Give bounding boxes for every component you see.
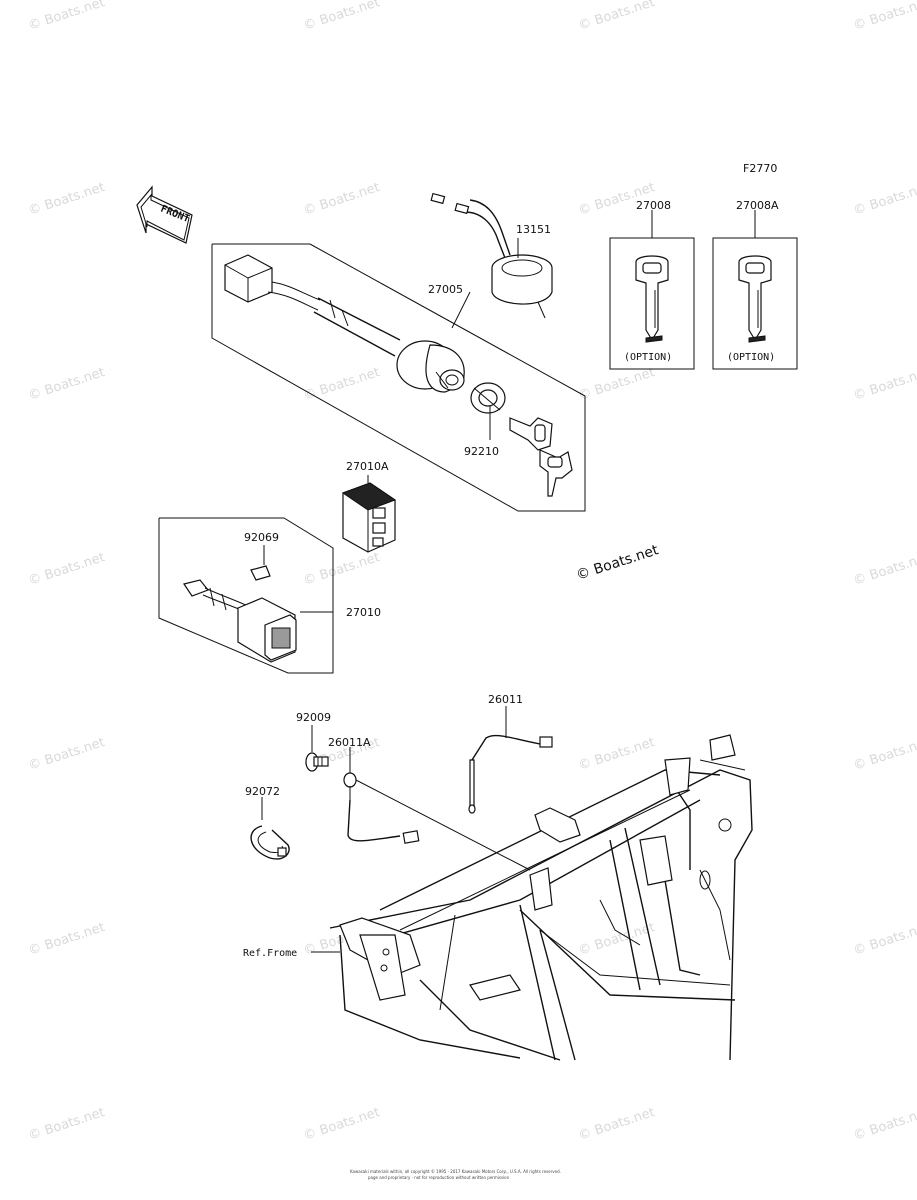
bolt-icon — [305, 725, 329, 772]
vehicle-frame — [311, 734, 753, 1061]
bulb-icon — [250, 545, 271, 581]
option-label: (OPTION) — [624, 352, 672, 363]
watermark: © Boats.net — [27, 920, 107, 959]
part-label: 13151 — [516, 223, 551, 236]
watermark: © Boats.net — [852, 735, 917, 774]
watermark: © Boats.net — [27, 0, 107, 34]
clamp-icon — [250, 797, 290, 860]
watermark: © Boats.net — [27, 1105, 107, 1144]
part-label: 27005 — [428, 283, 463, 296]
part-label: 27008 — [636, 199, 671, 212]
watermark: © Boats.net — [27, 365, 107, 404]
part-label: 26011 — [488, 693, 523, 706]
watermark: © Boats.net — [852, 365, 917, 404]
center-watermark: © Boats.net — [574, 542, 661, 584]
ref-frame-label: Ref.Frome — [243, 948, 297, 959]
background-watermarks: © Boats.net © Boats.net © Boats.net © Bo… — [27, 0, 917, 1144]
watermark: © Boats.net — [852, 1105, 917, 1144]
switch-27010A-icon — [341, 475, 397, 553]
watermark: © Boats.net — [302, 1105, 382, 1144]
watermark: © Boats.net — [852, 920, 917, 959]
wire-connector-icon — [224, 254, 321, 311]
key-blank-27008-box: (OPTION) — [609, 210, 695, 370]
part-labels: 13151 27008 27008A 27005 92210 27010A 92… — [243, 199, 779, 959]
watermark: © Boats.net — [302, 180, 382, 219]
watermark: © Boats.net — [302, 0, 382, 34]
sensor-26011-icon — [468, 706, 553, 814]
ignition-switch-icon — [396, 340, 465, 393]
part-label: 92210 — [464, 445, 499, 458]
watermark: © Boats.net — [302, 550, 382, 589]
part-label: 92009 — [296, 711, 331, 724]
copyright-line: page and proprietary · not for reproduct… — [368, 1175, 510, 1180]
part-label: 27008A — [736, 199, 779, 212]
part-label: 92072 — [245, 785, 280, 798]
watermark: © Boats.net — [577, 365, 657, 404]
front-arrow-icon: FRONT — [136, 185, 193, 244]
watermark: © Boats.net — [27, 550, 107, 589]
part-label: 26011A — [328, 736, 371, 749]
watermark: © Boats.net — [27, 735, 107, 774]
watermark: © Boats.net — [577, 0, 657, 34]
ignition-switch-group — [211, 243, 586, 512]
watermark: © Boats.net — [852, 180, 917, 219]
watermark: © Boats.net — [577, 735, 657, 774]
copyright-line: Kawasaki materials within, all copyright… — [350, 1169, 561, 1174]
switch-27010-box — [158, 517, 334, 674]
watermark: © Boats.net — [577, 1105, 657, 1144]
key-icon — [509, 417, 573, 497]
copyright-notice: Kawasaki materials within, all copyright… — [350, 1169, 561, 1180]
key-blank-27008A-box: (OPTION) — [712, 210, 798, 370]
figure-code: F2770 — [743, 162, 777, 175]
watermark: © Boats.net — [852, 0, 917, 34]
key-cylinder-13151 — [430, 192, 553, 319]
watermark: © Boats.net — [852, 550, 917, 589]
watermark: © Boats.net — [302, 365, 382, 404]
watermark: © Boats.net — [577, 920, 657, 959]
part-label: 27010A — [346, 460, 389, 473]
sensor-26011A-icon — [343, 747, 531, 871]
part-label: 92069 — [244, 531, 279, 544]
option-label: (OPTION) — [727, 352, 775, 363]
nut-icon — [470, 382, 506, 414]
watermark: © Boats.net — [27, 180, 107, 219]
part-label: 27010 — [346, 606, 381, 619]
